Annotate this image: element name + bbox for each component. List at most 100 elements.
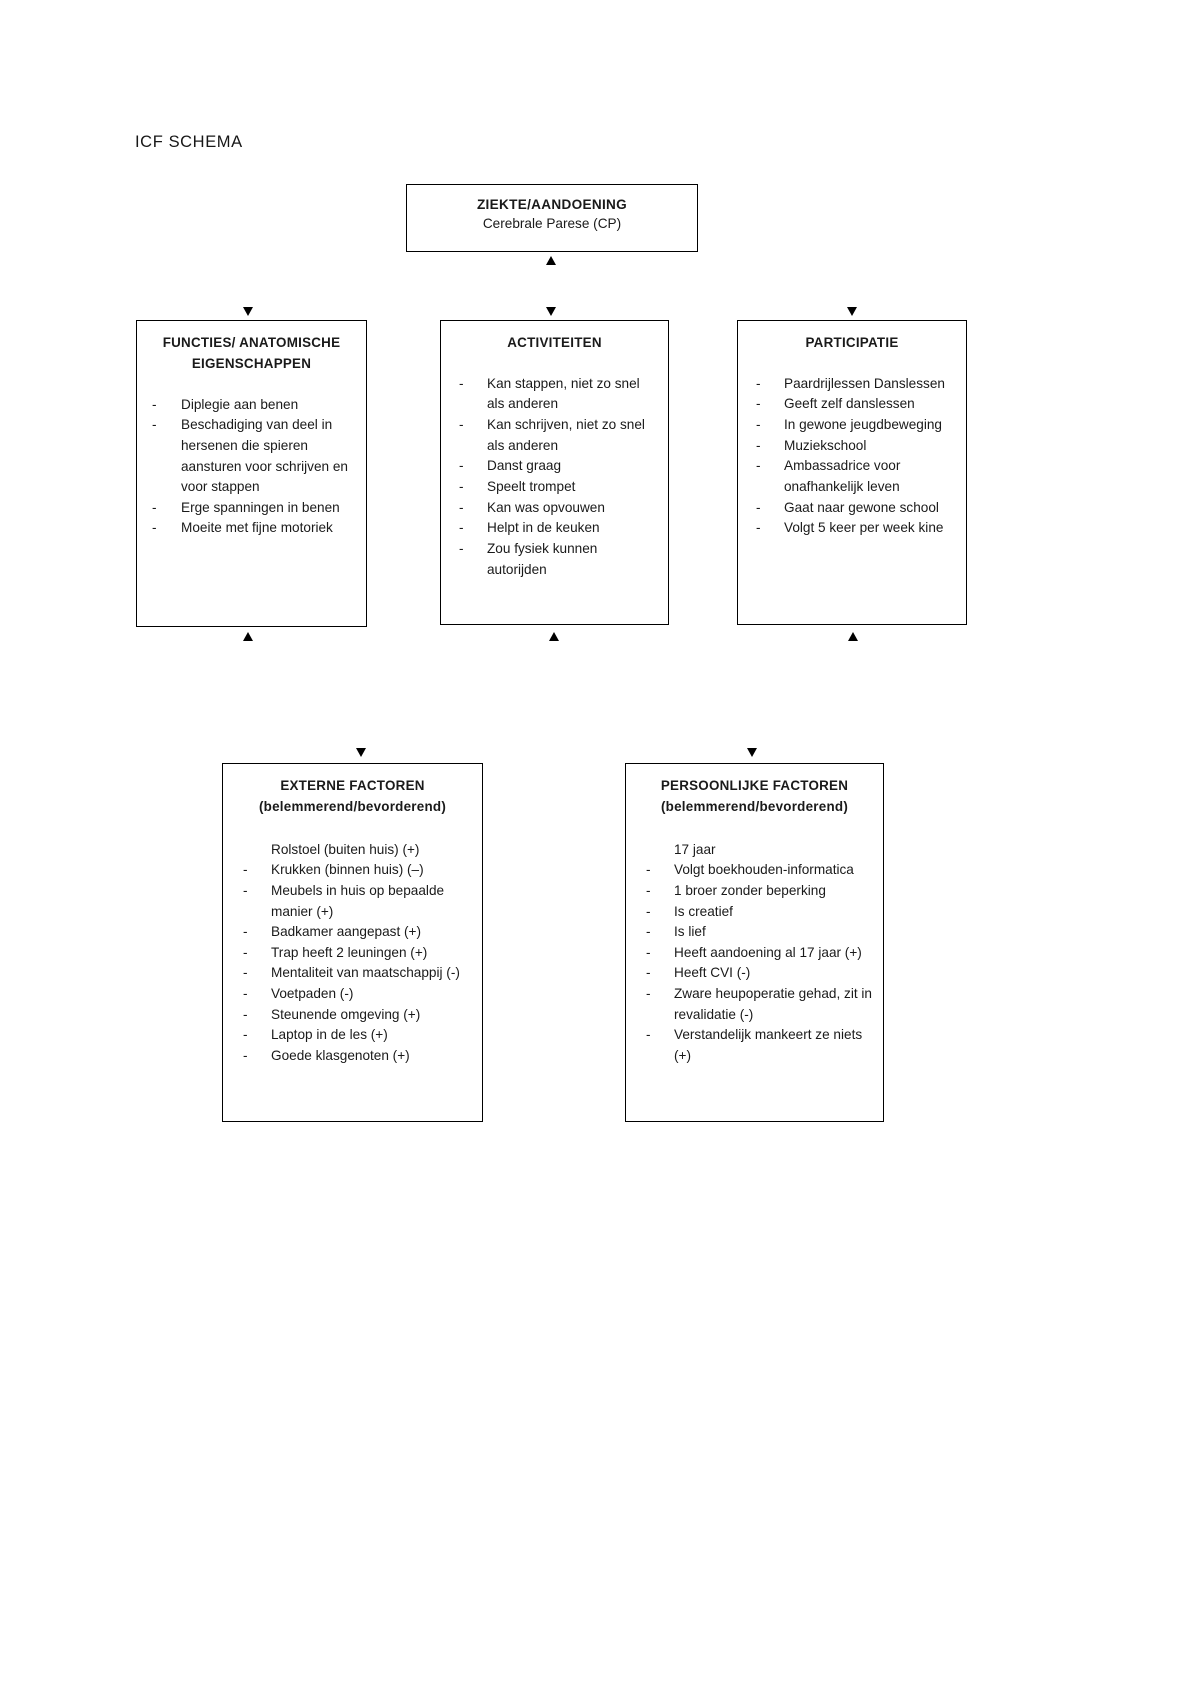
list-item: -Beschadiging van deel in hersenen die s… — [145, 415, 358, 498]
list-item-text: Heeft CVI (-) — [674, 965, 751, 981]
list-dash: - — [459, 541, 464, 557]
list-item: - Erge spanningen in benen — [145, 498, 358, 519]
list-item: - Diplegie aan benen — [145, 395, 358, 416]
connector-up-functions — [0, 109, 2, 141]
box-personal-heading-line2: (belemmerend/bevorderend) — [660, 798, 849, 814]
box-persoonlijke-factoren: PERSOONLIJKE FACTOREN (belemmerend/bevor… — [625, 763, 884, 1122]
list-dash: - — [459, 499, 464, 515]
list-item-text: Moeite met fijne motoriek — [181, 520, 333, 536]
box-external-heading-line1: EXTERNE FACTOREN — [280, 778, 425, 793]
box-functies-anatomische-eigenschappen: FUNCTIES/ ANATOMISCHE EIGENSCHAPPEN -Dip… — [136, 320, 367, 627]
list-item-text: Mentaliteit van maatschappij (-) — [271, 965, 460, 981]
list-dash: - — [243, 924, 248, 940]
list-item-text: Gaat naar gewone school — [784, 499, 939, 515]
box-activities-list: -Kan stappen, niet zo snel als anderen-K… — [449, 374, 660, 581]
list-item-text: Badkamer aangepast (+) — [271, 924, 421, 940]
list-item: -Paardrijlessen Danslessen — [746, 374, 958, 395]
list-item: -Kan schrijven, niet zo snel als anderen — [449, 415, 660, 456]
list-dash: - — [152, 396, 157, 412]
list-dash: - — [243, 965, 248, 981]
connector-to-functions — [0, 18, 2, 48]
list-item: -17 jaar — [634, 840, 875, 861]
arrow-up-to-disease — [546, 256, 556, 265]
connector-up-activities — [0, 141, 2, 173]
list-item: -Trap heeft 2 leuningen (+) — [231, 943, 474, 964]
box-participation-heading: PARTICIPATIE — [746, 333, 958, 354]
list-item: -Meubels in huis op bepaalde manier (+) — [231, 881, 474, 922]
list-dash: - — [646, 862, 651, 878]
box-disease-heading: ZIEKTE/AANDOENING — [476, 197, 628, 212]
box-participatie: PARTICIPATIE -Paardrijlessen Danslessen-… — [737, 320, 967, 625]
arrow-up-participation — [848, 632, 858, 641]
arrow-up-activities — [549, 632, 559, 641]
box-participation-list: -Paardrijlessen Danslessen-Geeft zelf da… — [746, 374, 958, 539]
list-dash: - — [646, 1027, 651, 1043]
list-dash: - — [152, 499, 157, 515]
list-item-text: 17 jaar — [674, 841, 716, 857]
list-item: -Goede klasgenoten (+) — [231, 1046, 474, 1067]
list-dash: - — [459, 375, 464, 391]
list-dash: - — [756, 520, 761, 536]
list-item-text: Is lief — [674, 924, 706, 940]
list-dash: - — [646, 986, 651, 1002]
box-functions-heading-line2: EIGENSCHAPPEN — [191, 355, 312, 371]
list-item-text: Krukken (binnen huis) (–) — [271, 862, 424, 878]
list-item-text: Helpt in de keuken — [487, 520, 600, 536]
list-dash: - — [459, 520, 464, 536]
list-item: -Muziekschool — [746, 436, 958, 457]
list-item-text: In gewone jeugdbeweging — [784, 417, 942, 433]
list-item-text: Verstandelijk mankeert ze niets (+) — [674, 1027, 863, 1064]
list-item: -Ambassadrice voor onafhankelijk leven — [746, 456, 958, 497]
list-item: -Kan was opvouwen — [449, 498, 660, 519]
list-item-text: Meubels in huis op bepaalde manier (+) — [271, 882, 445, 919]
connector-disease-stem — [0, 0, 2, 16]
arrow-down-activities — [546, 307, 556, 316]
connector-up-participation — [0, 173, 2, 205]
arrow-down-external — [356, 748, 366, 757]
list-item-text: Diplegie aan benen — [181, 396, 299, 412]
list-dash: - — [646, 882, 651, 898]
connector-bottom-spine — [0, 108, 606, 110]
box-externe-factoren: EXTERNE FACTOREN (belemmerend/bevorderen… — [222, 763, 483, 1122]
list-item: -In gewone jeugdbeweging — [746, 415, 958, 436]
arrow-up-functions — [243, 632, 253, 641]
list-item-text: Goede klasgenoten (+) — [271, 1048, 410, 1064]
list-item: -Volgt boekhouden-informatica — [634, 860, 875, 881]
list-item: - Badkamer aangepast (+) — [231, 922, 474, 943]
box-activities-heading: ACTIVITEITEN — [449, 333, 660, 354]
connector-mid-drop — [0, 205, 2, 250]
list-dash: - — [152, 520, 157, 536]
list-dash: - — [459, 417, 464, 433]
box-disease-subtitle: Cerebrale Parese (CP) — [482, 216, 622, 231]
list-dash: - — [459, 479, 464, 495]
list-item: - Mentaliteit van maatschappij (-) — [231, 963, 474, 984]
list-item: - Kan stappen, niet zo snel als anderen — [449, 374, 660, 415]
list-item: -Voetpaden (-) — [231, 984, 474, 1005]
list-item-text: Paardrijlessen Danslessen — [784, 375, 945, 391]
list-dash: - — [243, 944, 248, 960]
list-dash: - — [756, 499, 761, 515]
list-item-text: Kan stappen, niet zo snel als anderen — [487, 375, 640, 412]
list-item: -Steunende omgeving (+) — [231, 1005, 474, 1026]
list-item-text: 1 broer zonder beperking — [674, 882, 826, 898]
list-item: -Volgt 5 keer per week kine — [746, 518, 958, 539]
box-external-heading: EXTERNE FACTOREN (belemmerend/bevorderen… — [231, 776, 474, 818]
list-item-text: Speelt trompet — [487, 479, 576, 495]
box-activities-heading-line1: ACTIVITEITEN — [507, 335, 602, 350]
connector-to-personal — [0, 285, 2, 318]
list-dash: - — [459, 458, 464, 474]
list-item: -Danst graag — [449, 456, 660, 477]
connector-top-spine — [0, 16, 605, 18]
list-item: - 1 broer zonder beperking — [634, 881, 875, 902]
arrow-down-functions — [243, 307, 253, 316]
list-item-text: Geeft zelf danslessen — [784, 396, 915, 412]
connector-to-activities — [0, 48, 2, 78]
list-item: -Rolstoel (buiten huis) (+) — [231, 840, 474, 861]
connector-to-external — [0, 252, 2, 285]
list-item: -Geeft zelf danslessen — [746, 394, 958, 415]
list-item-text: Erge spanningen in benen — [181, 499, 340, 515]
arrow-down-participation — [847, 307, 857, 316]
list-item: -Is lief — [634, 922, 875, 943]
list-item-text: Beschadiging van deel in hersenen die sp… — [181, 417, 348, 495]
